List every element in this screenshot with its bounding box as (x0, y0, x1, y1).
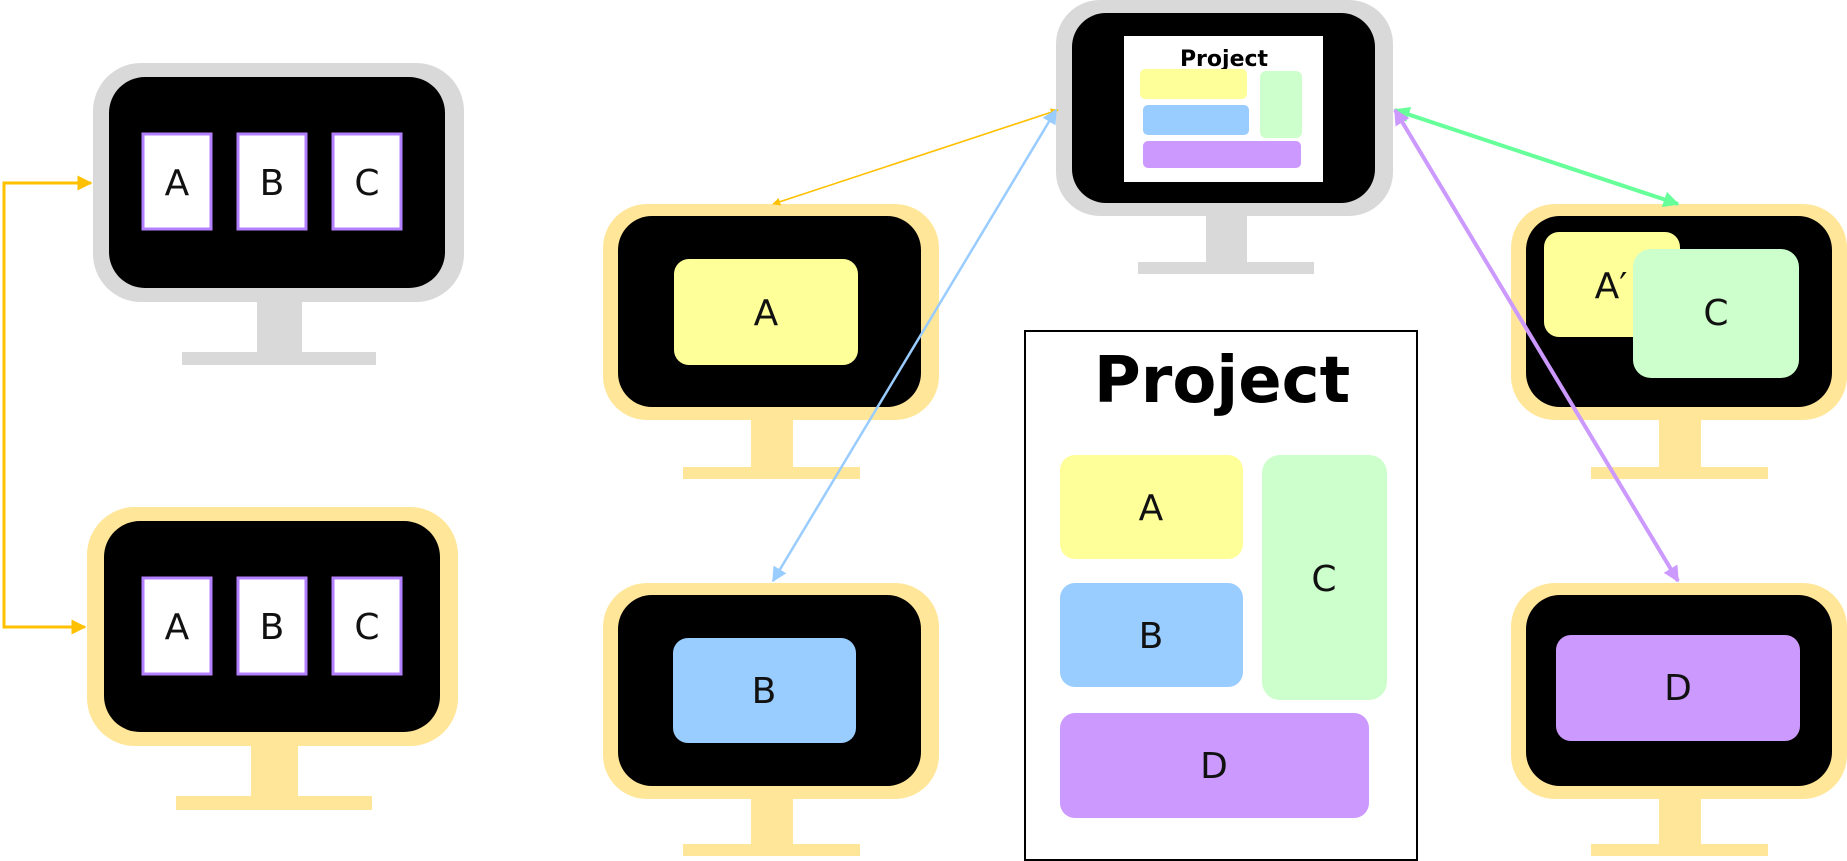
tile-label: B (260, 607, 285, 648)
thumb-block-a (1140, 69, 1247, 99)
project-thumbnail-title: Project (1180, 47, 1269, 72)
monitor-stand (1206, 214, 1247, 264)
sync-arrow-server-to-d (1393, 108, 1680, 583)
monitor-stand (1659, 417, 1701, 469)
block-d-label: D (1200, 746, 1228, 787)
monitor-client-b: B (603, 583, 939, 856)
monitor-stand (1659, 797, 1701, 847)
monitor-server: Project (1056, 0, 1393, 274)
project-document: Project A B C D (1024, 330, 1418, 861)
monitor-base (1138, 262, 1314, 274)
monitor-bottom-left: A B C (87, 507, 458, 810)
card-a-prime-label: A′ (1595, 266, 1628, 307)
document-title: Project (1094, 344, 1350, 418)
monitor-client-c: A′ C (1511, 204, 1847, 479)
tile-c: C (331, 576, 403, 676)
card-a-label: A (754, 293, 779, 334)
block-c (1262, 455, 1387, 700)
block-a-label: A (1139, 488, 1164, 529)
thumb-block-c (1260, 71, 1302, 138)
tile-a: A (141, 132, 213, 231)
tile-b: B (236, 132, 308, 231)
block-b (1060, 583, 1243, 687)
tile-c: C (331, 132, 403, 231)
card-b-label: B (752, 671, 777, 712)
tile-label: A (165, 607, 190, 648)
block-b-label: B (1139, 616, 1164, 657)
card-b (673, 638, 856, 743)
block-c-label: C (1311, 559, 1336, 600)
tile-label: C (354, 607, 379, 648)
thumb-block-d (1143, 141, 1301, 168)
tile-label: A (165, 163, 190, 204)
monitor-client-d: D (1511, 583, 1847, 856)
monitor-base (182, 352, 376, 365)
sync-arrow-server-to-a (772, 108, 1059, 206)
monitor-stand (751, 797, 793, 847)
monitor-base (176, 796, 372, 810)
monitor-stand (751, 417, 793, 469)
monitor-base (1591, 844, 1768, 856)
monitor-top-left: A B C (93, 63, 464, 365)
monitor-stand (251, 744, 298, 798)
tile-label: C (354, 163, 379, 204)
monitor-stand (257, 300, 302, 354)
sync-connector-left (2, 175, 93, 635)
sync-arrow-server-to-c (1393, 106, 1680, 208)
tile-b: B (236, 576, 308, 676)
card-c-label: C (1703, 293, 1728, 334)
tile-a: A (141, 576, 213, 676)
card-d-label: D (1664, 668, 1692, 709)
monitor-client-a: A (603, 204, 939, 479)
card-d (1556, 635, 1800, 741)
block-a (1060, 455, 1243, 559)
block-d (1060, 713, 1369, 818)
monitor-base (683, 467, 860, 479)
sync-arrow-server-to-b (771, 108, 1058, 583)
tile-label: B (260, 163, 285, 204)
thumb-block-b (1143, 105, 1249, 135)
monitor-base (683, 844, 860, 856)
